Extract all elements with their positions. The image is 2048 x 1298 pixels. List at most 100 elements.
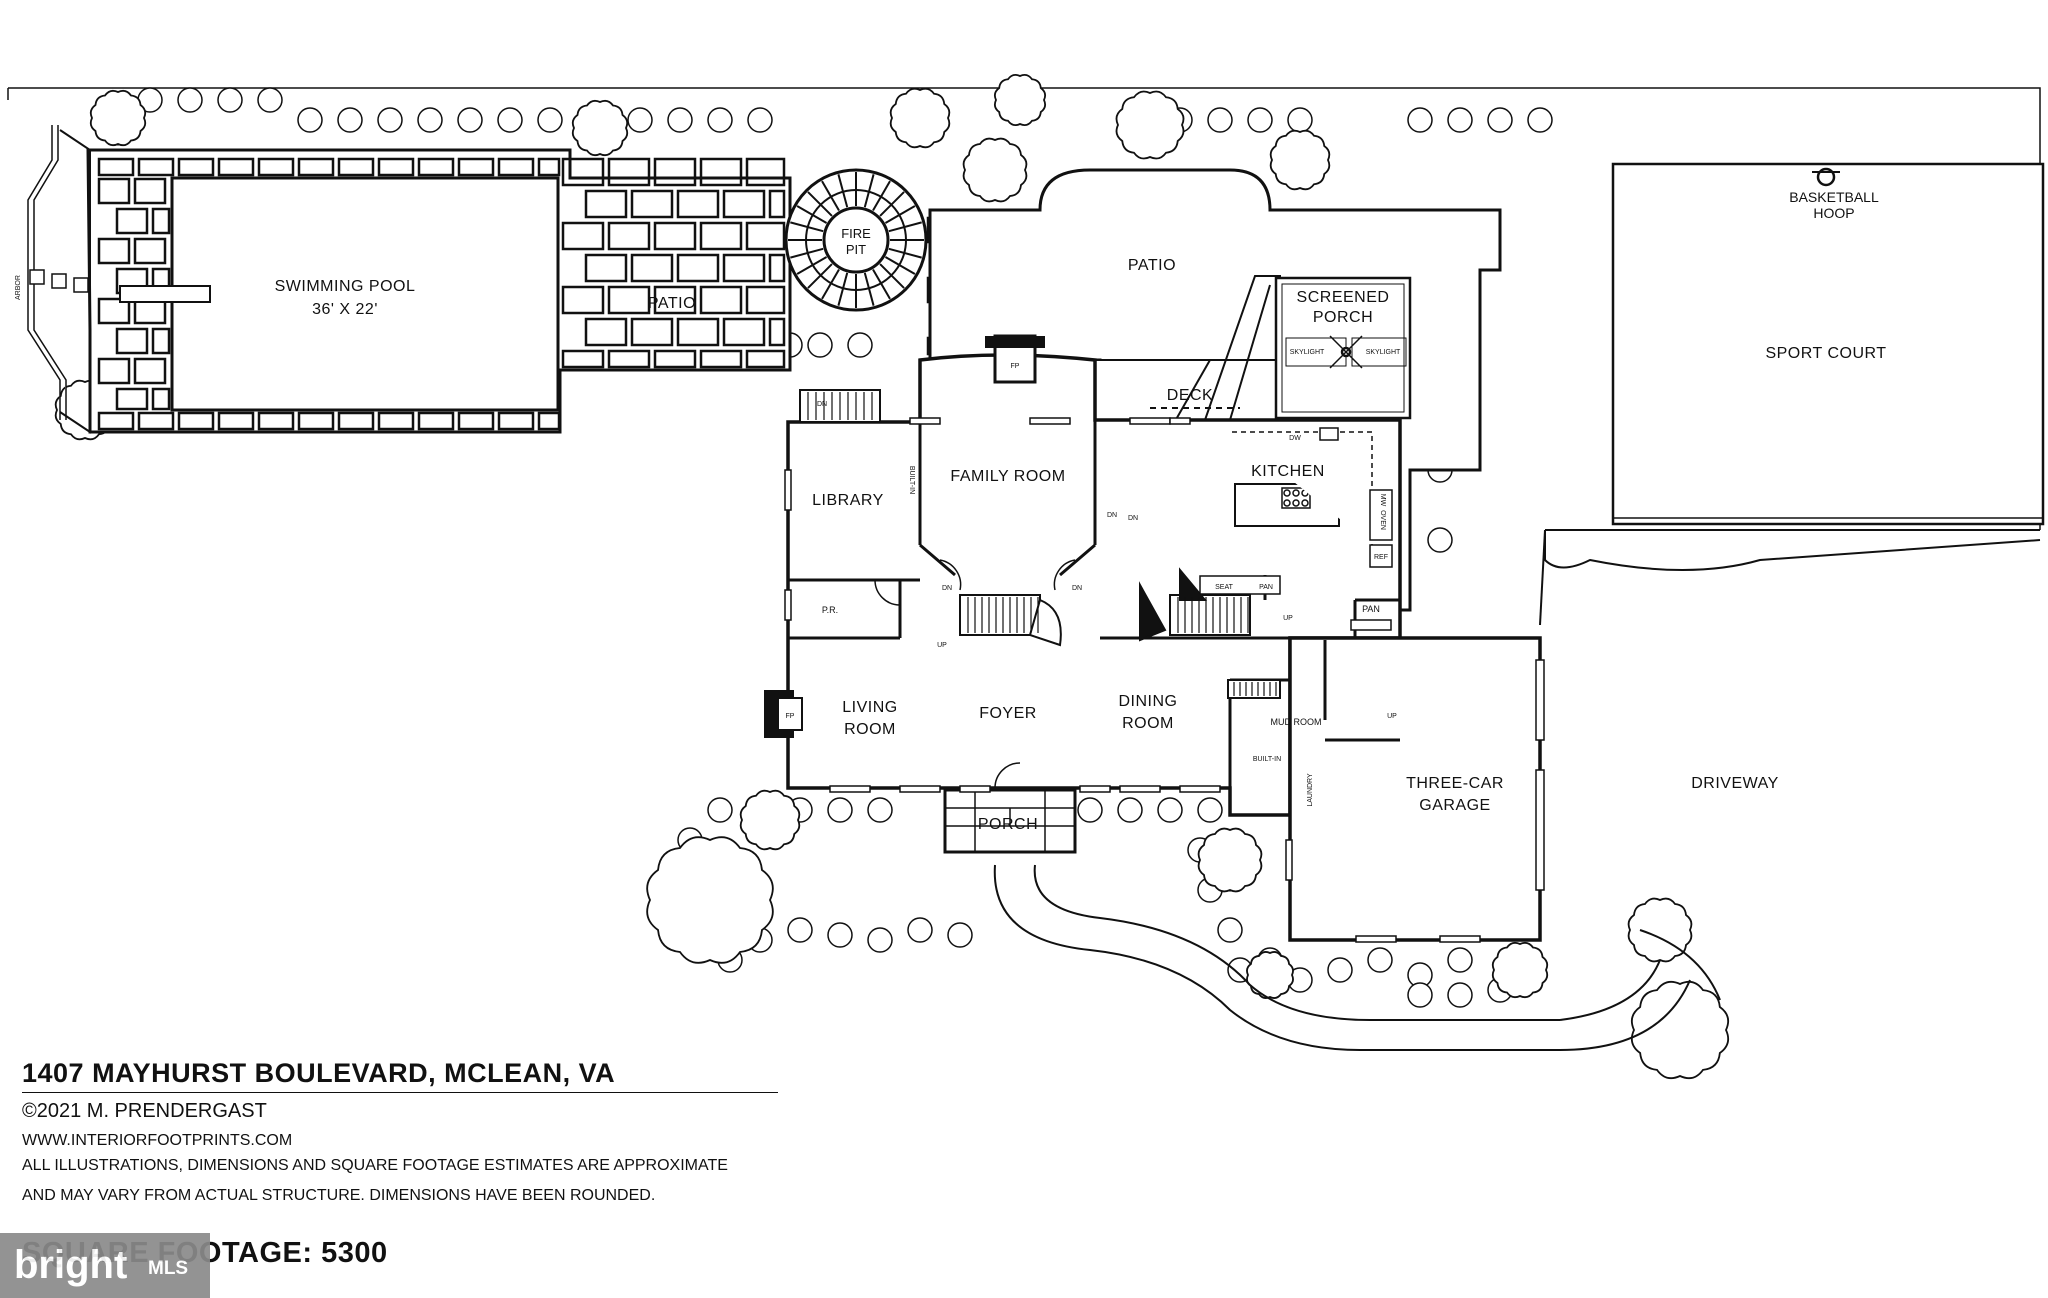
flagstone (377, 411, 415, 431)
window (959, 785, 991, 793)
flagstone (722, 189, 766, 219)
arbor-label: ARBOR (15, 275, 22, 300)
flagstone (137, 411, 175, 431)
shrub (1447, 107, 1473, 133)
shrub (537, 107, 563, 133)
tree (89, 89, 147, 147)
flagstone (133, 357, 167, 385)
mls-logo-text: MLS (148, 1258, 189, 1279)
flagstone (607, 221, 651, 251)
flagstone (217, 411, 255, 431)
shrub (1207, 107, 1233, 133)
flagstone (97, 177, 131, 205)
footer-divider (22, 1092, 778, 1093)
arbor (27, 125, 89, 420)
driveway (1539, 529, 2041, 1001)
family-fireplace-hearth (985, 336, 1045, 348)
shrub (867, 927, 893, 953)
shrub (1367, 947, 1393, 973)
disclaimer-line-2: AND MAY VARY FROM ACTUAL STRUCTURE. DIME… (22, 1187, 656, 1204)
patio-left-label: PATIO (648, 295, 696, 312)
shrub (1447, 982, 1473, 1008)
flagstone (768, 189, 786, 219)
flagstone (630, 317, 674, 347)
flagstone (745, 349, 786, 369)
garage-label-2: GARAGE (1419, 797, 1490, 814)
fire-pit-label-1: FIRE (841, 226, 871, 241)
flagstone (676, 253, 720, 283)
screened-porch (1274, 276, 1412, 420)
flagstone (653, 157, 697, 187)
flagstone (561, 157, 605, 187)
flagstone (217, 157, 255, 177)
pan-label: PAN (1362, 604, 1380, 614)
flagstone (377, 157, 415, 177)
mw-label: MW (1379, 494, 1386, 507)
flagstone (133, 237, 167, 265)
window (784, 469, 792, 511)
fire-pit-ring (805, 189, 907, 291)
flagstone (584, 189, 628, 219)
flagstone (584, 253, 628, 283)
flagstone (745, 157, 786, 187)
dn-label-kitchen: DN (1128, 515, 1138, 522)
shrub (497, 107, 523, 133)
window (1129, 417, 1171, 425)
flagstone (497, 157, 535, 177)
deck-label: DECK (1167, 387, 1213, 404)
dn-label-family: DN (1107, 512, 1117, 519)
shrub (787, 917, 813, 943)
flagstone (457, 157, 495, 177)
flagstone (653, 285, 697, 315)
flagstone (497, 411, 535, 431)
flagstone (537, 411, 561, 431)
flagstone (115, 387, 149, 411)
kitchen-label: KITCHEN (1251, 463, 1325, 480)
window (1029, 417, 1071, 425)
flagstone (745, 221, 786, 251)
living-room-label-1: LIVING (842, 699, 897, 716)
shrub (1427, 527, 1453, 553)
shrub (417, 107, 443, 133)
shrub (177, 87, 203, 113)
disclaimer-line-1: ALL ILLUSTRATIONS, DIMENSIONS AND SQUARE… (22, 1157, 728, 1174)
flagstone (297, 411, 335, 431)
family-room-label: FAMILY ROOM (950, 468, 1065, 485)
living-room-label-2: ROOM (844, 721, 896, 738)
flagstone (177, 157, 215, 177)
sport-court-label: SPORT COURT (1765, 345, 1886, 362)
seat-label: SEAT (1215, 584, 1233, 591)
interior-walls (788, 360, 1400, 788)
window (1179, 785, 1221, 793)
flagstone (97, 411, 135, 431)
shrub (1117, 797, 1143, 823)
dn-label-library: DN (817, 401, 827, 408)
shrub (627, 107, 653, 133)
porch-label: PORCH (978, 816, 1038, 833)
dw-label: DW (1289, 435, 1301, 442)
shrub (707, 107, 733, 133)
up-label-foyer: UP (937, 642, 947, 649)
flagstone (607, 157, 651, 187)
website-link[interactable]: WWW.INTERIORFOOTPRINTS.COM (22, 1132, 293, 1149)
flagstone (151, 207, 171, 235)
flagstone (297, 157, 335, 177)
flagstone (97, 237, 131, 265)
pool-label: SWIMMING POOL (275, 278, 416, 295)
flagstone (417, 411, 455, 431)
window (784, 589, 792, 621)
fire-pit (784, 168, 928, 312)
tree (962, 137, 1028, 203)
garage-label-1: THREE-CAR (1406, 775, 1504, 792)
shrub (827, 797, 853, 823)
flagstone (133, 177, 167, 205)
basketball-label-2: HOOP (1813, 205, 1854, 221)
library-label: LIBRARY (812, 492, 884, 509)
shrub (1447, 947, 1473, 973)
dn-label-foyer-left: DN (942, 585, 952, 592)
window (1079, 785, 1111, 793)
shrub (1407, 982, 1433, 1008)
shrub (457, 107, 483, 133)
shrub (667, 107, 693, 133)
flagstone (151, 327, 171, 355)
